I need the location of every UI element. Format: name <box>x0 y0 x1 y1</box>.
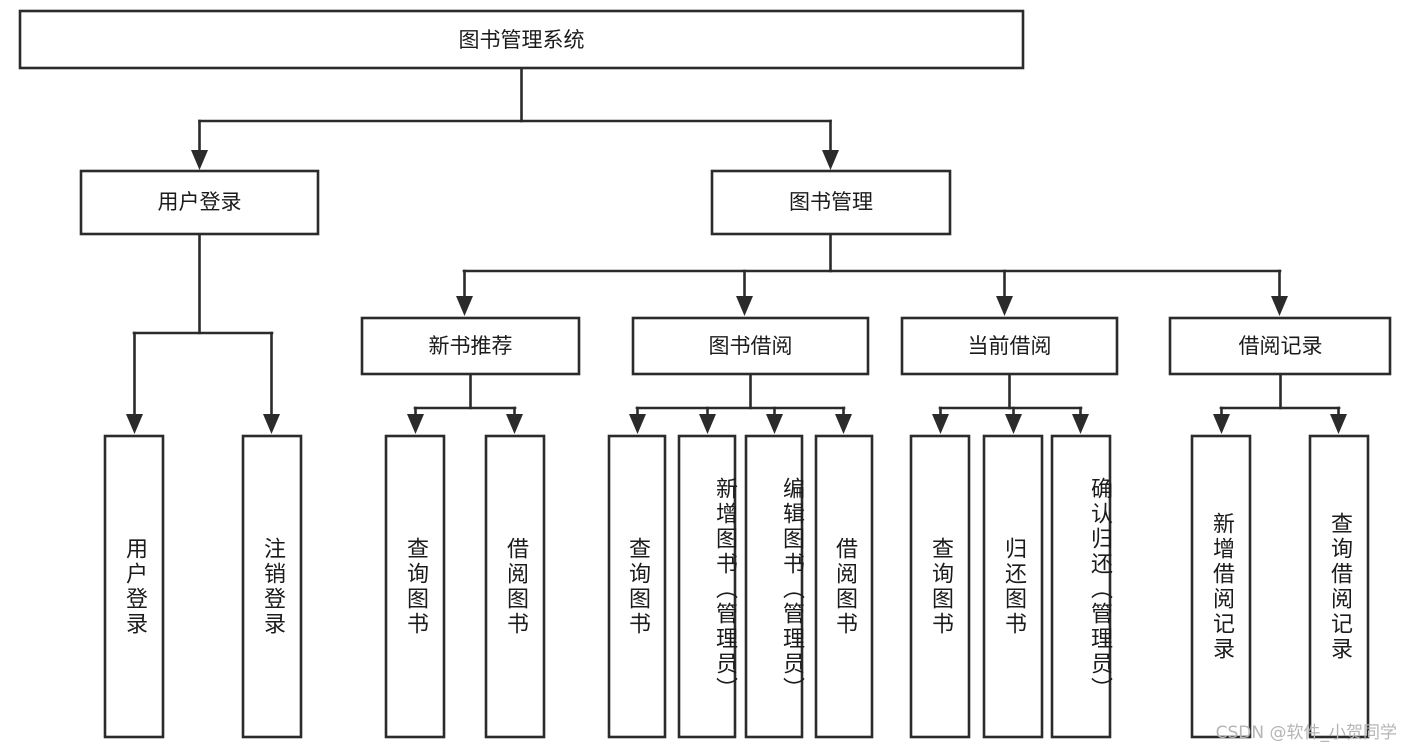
arrow-head-leaf-add-book <box>699 414 716 434</box>
node-book-borrow[interactable] <box>631 316 870 376</box>
arrow-head-leaf-borrow-book-rec <box>506 414 523 434</box>
node-leaf-confirm-return[interactable] <box>1050 434 1112 739</box>
arrow-head-leaf-confirm-return <box>1072 414 1089 434</box>
arrow-head-current-borrow <box>996 296 1013 316</box>
node-new-book-recommend[interactable] <box>360 316 581 376</box>
node-borrow-record-label: 借阅记录 <box>1239 334 1323 358</box>
arrow-head-leaf-query-book-cur <box>932 414 949 434</box>
arrow-head-book-borrow <box>736 296 753 316</box>
node-leaf-edit-book[interactable] <box>744 434 804 739</box>
node-layer: 图书管理系统 用户登录 图书管理 新书推荐 图书借阅 当前借阅 借阅记录 <box>18 9 1392 739</box>
node-leaf-query-record[interactable] <box>1308 434 1370 739</box>
node-leaf-query-book-rec[interactable] <box>384 434 446 739</box>
node-leaf-user-login[interactable] <box>103 434 165 739</box>
node-leaf-add-book[interactable] <box>677 434 737 739</box>
arrow-head-leaf-query-record <box>1330 414 1347 434</box>
node-borrow-record[interactable] <box>1168 316 1392 376</box>
arrow-head-leaf-query-book-rec <box>407 414 424 434</box>
node-root-label: 图书管理系统 <box>459 28 585 52</box>
arrow-head-leaf-return-book <box>1005 414 1022 434</box>
arrow-head-leaf-query-book-borrow <box>629 414 646 434</box>
node-current-borrow-label: 当前借阅 <box>968 334 1052 358</box>
arrow-head-leaf-user-logout <box>263 414 280 434</box>
arrow-head-leaf-user-login <box>126 414 143 434</box>
connector-layer <box>126 66 1347 434</box>
node-user-login-label: 用户登录 <box>158 190 242 214</box>
node-leaf-query-book-borrow[interactable] <box>607 434 667 739</box>
watermark-text: CSDN @软件_小贺同学 <box>1215 723 1397 743</box>
node-current-borrow[interactable] <box>900 316 1119 376</box>
arrow-head-borrow-record <box>1271 296 1288 316</box>
node-leaf-borrow-book[interactable] <box>814 434 874 739</box>
node-leaf-query-book-cur[interactable] <box>909 434 971 739</box>
arrow-head-leaf-add-record <box>1213 414 1230 434</box>
node-book-manage-label: 图书管理 <box>789 190 873 214</box>
arrow-head-leaf-borrow-book <box>835 414 852 434</box>
node-leaf-return-book[interactable] <box>982 434 1044 739</box>
node-leaf-add-record[interactable] <box>1190 434 1252 739</box>
arrow-head-user-login <box>191 150 208 170</box>
arrow-head-new-book-recommend <box>456 296 473 316</box>
node-leaf-borrow-book-rec[interactable] <box>484 434 546 739</box>
node-book-borrow-label: 图书借阅 <box>709 334 793 358</box>
arrow-head-leaf-edit-book <box>766 414 783 434</box>
node-root[interactable] <box>18 9 1025 70</box>
node-user-login[interactable] <box>79 169 320 236</box>
node-new-book-recommend-label: 新书推荐 <box>429 334 513 358</box>
node-book-manage[interactable] <box>710 169 952 236</box>
arrow-head-book-manage <box>822 150 839 170</box>
node-leaf-user-logout[interactable] <box>241 434 303 739</box>
